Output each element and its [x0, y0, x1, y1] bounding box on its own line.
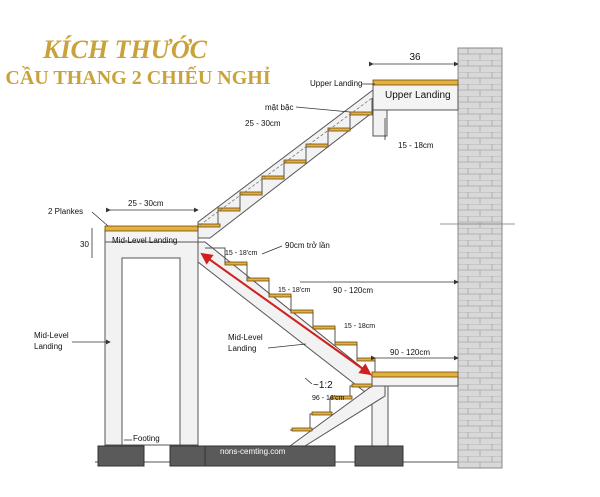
riser-a-label: 15 - 18'cm [225, 250, 258, 257]
riser-c-label: 15 - 18cm [344, 323, 375, 330]
upper-landing-plank [372, 79, 459, 86]
lower-flight [197, 241, 376, 393]
mid-landing-diag-label: Mid-Level Landing [228, 333, 265, 353]
mid-landing-diag-leader [267, 343, 307, 349]
tread-mid-label: 25 - 30cm [128, 199, 164, 208]
landing-depth-b-label: 90 - 120cm [390, 348, 430, 357]
footing-mid-left [169, 445, 207, 467]
two-planks-leader [91, 211, 109, 227]
footing-right [354, 445, 404, 467]
brick-wall [457, 47, 503, 469]
mid-landing-support [104, 239, 199, 446]
dim-36-label: 36 [409, 52, 421, 63]
upper-landing-beam [372, 109, 388, 137]
mat-bac-leader [295, 106, 351, 113]
footing-label: Footing [133, 434, 160, 443]
mid-landing-top-label: Mid-Level Landing [112, 236, 177, 245]
mid-landing-left-line2: Landing [34, 342, 62, 351]
landing-depth-a-label: 90 - 120cm [333, 286, 373, 295]
footing-center [204, 445, 336, 467]
clearance-line [200, 252, 372, 376]
ratio-label: ~1:2 [313, 380, 333, 391]
watermark: nons-cemting.com [220, 447, 286, 456]
lower-landing-slab [371, 375, 459, 387]
riser-upper-label: 15 - 18cm [398, 141, 434, 150]
upper-landing-outer-label: Upper Landing [310, 79, 362, 88]
tread-upper-label: 25 - 30cm [245, 119, 281, 128]
lower-landing-plank [371, 371, 459, 378]
two-planks-label: 2 Plankes [48, 207, 83, 216]
mid-landing-plank [104, 225, 199, 232]
bottom-flight [288, 383, 386, 447]
title-line-2: CẦU THANG 2 CHIẾU NGHỈ [5, 65, 270, 89]
mid-landing-diag-line2: Landing [228, 344, 256, 353]
ratio-leader [304, 377, 313, 385]
mid-landing-left-label: Mid-Level Landing [34, 331, 71, 351]
riser-d-label: 96 - 16'cm [312, 395, 345, 402]
mid-landing-diag-line1: Mid-Level [228, 333, 263, 342]
upper-landing-inner-label: Upper Landing [385, 90, 451, 101]
riser-b-label: 15 - 18'cm [278, 287, 311, 294]
title-line-1: KÍCH THƯỚC [42, 35, 208, 64]
dim-30-label: 30 [80, 240, 89, 249]
mat-bac-label: mặt bặc [265, 103, 293, 112]
clearance-label: 90cm trở lần [285, 241, 330, 250]
footing-left [97, 445, 145, 467]
upper-flight [197, 88, 374, 239]
mid-landing-left-line1: Mid-Level [34, 331, 69, 340]
clearance-leader [261, 245, 283, 255]
